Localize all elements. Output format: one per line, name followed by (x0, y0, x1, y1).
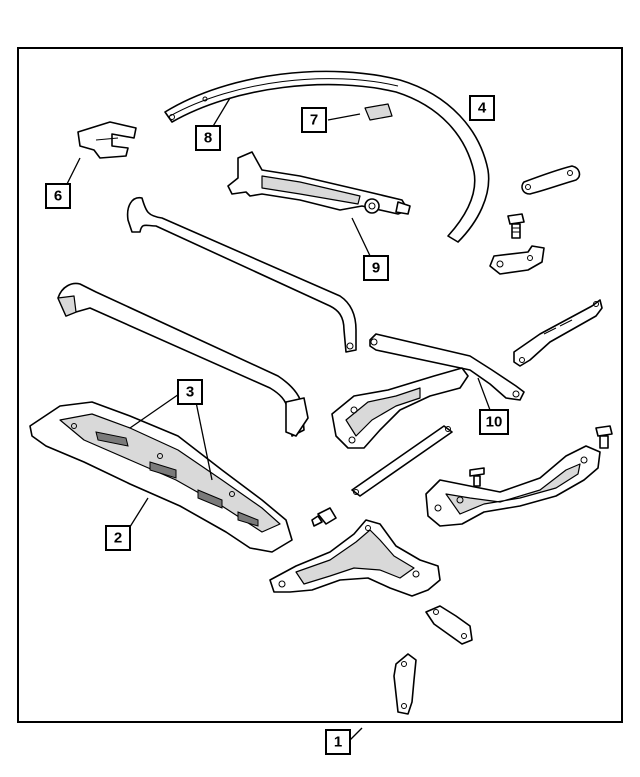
callout-2: 2 (105, 525, 131, 551)
main-hinge-bracket-part (269, 519, 441, 597)
diagram-frame (17, 47, 623, 723)
callout-6: 6 (45, 183, 71, 209)
callout-3: 3 (177, 379, 203, 405)
bracket-clip-part (77, 121, 137, 159)
upper-bow-frame-part (126, 196, 357, 353)
side-bolt-part (595, 425, 613, 449)
rear-hinge-bracket-part (425, 445, 601, 527)
leader-line-9 (351, 217, 373, 261)
hex-bolt-part (507, 213, 525, 239)
callout-2-label: 2 (114, 530, 122, 547)
callout-1: 1 (325, 729, 351, 755)
callout-10: 10 (479, 409, 509, 435)
leader-line-7 (327, 113, 361, 121)
callout-1-label: 1 (334, 734, 342, 751)
leader-line-3b (195, 401, 213, 481)
hinge-link-part (521, 165, 581, 195)
connecting-strap-part (351, 425, 453, 497)
callout-3-label: 3 (186, 384, 194, 401)
side-rail-arm-part (513, 299, 603, 367)
leader-line-1 (349, 727, 363, 741)
callout-9: 9 (363, 255, 389, 281)
leader-line-10 (477, 377, 491, 411)
callout-7: 7 (301, 107, 327, 133)
mounting-bolt-part (311, 507, 337, 527)
lock-pillar-part (331, 367, 469, 449)
leader-line-6 (65, 157, 81, 187)
roof-bow-rail-part (164, 70, 490, 243)
side-rail-link-part (369, 333, 525, 401)
small-screw-part (469, 467, 485, 487)
callout-10-label: 10 (486, 414, 503, 431)
pivot-bracket-part (489, 245, 545, 275)
callout-8-label: 8 (204, 130, 212, 147)
front-bow-frame-part (57, 282, 309, 437)
callout-7-label: 7 (310, 112, 318, 129)
lower-arm-part (393, 653, 417, 715)
callout-9-label: 9 (372, 260, 380, 277)
leader-line-8 (211, 97, 231, 129)
callout-8: 8 (195, 125, 221, 151)
windshield-header-part (29, 401, 293, 553)
callout-6-label: 6 (54, 188, 62, 205)
leader-line-3a (129, 391, 183, 429)
callout-4: 4 (469, 95, 495, 121)
leader-line-2 (127, 497, 149, 531)
latch-handle-part (227, 151, 411, 215)
callout-4-label: 4 (478, 100, 487, 117)
lower-link-part (425, 605, 473, 645)
